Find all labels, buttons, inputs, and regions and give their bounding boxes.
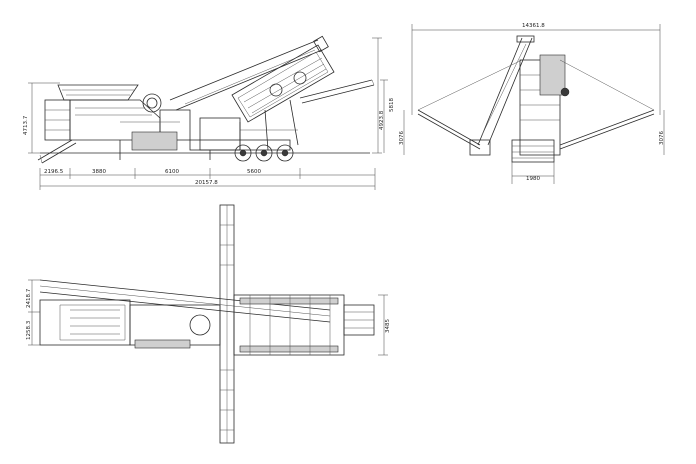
dim-seg4: 5600: [247, 169, 261, 175]
dim-right-height-inner: 4923.8: [379, 110, 385, 130]
plan-main-body: [39, 299, 221, 349]
front-elevation-view: 14361.8: [399, 23, 665, 184]
dim-plan-right-width: 3485: [385, 319, 391, 333]
dim-left-height: 4713.7: [23, 115, 29, 135]
dim-total-length: 20157.8: [195, 180, 218, 186]
dim-plan-left-upper: 2418.7: [26, 288, 32, 308]
dim-plan-left-lower: 1258.3: [26, 320, 32, 340]
side-elevation-view: 4713.7: [23, 35, 395, 190]
dim-seg3: 6100: [165, 169, 179, 175]
main-inclined-conveyor: [169, 39, 323, 111]
dim-base-width: 1980: [526, 176, 540, 182]
right-incline-conveyor: [299, 79, 375, 104]
dim-right-height-outer: 5818: [389, 98, 395, 112]
dim-front-left-height: 3076: [399, 131, 405, 145]
plan-screen-deck: [233, 294, 345, 356]
left-discharge-conveyor: [37, 139, 77, 164]
dim-seg2: 3880: [92, 169, 106, 175]
dim-top-width: 14361.8: [522, 23, 545, 29]
central-conveyor-tower: [469, 35, 570, 163]
dim-front-right-height: 3076: [659, 131, 665, 145]
support-frame: [189, 99, 299, 151]
plan-outlet-conveyor: [343, 304, 375, 336]
vibrating-screen: [231, 35, 335, 123]
side-wing-conveyors: [417, 59, 655, 150]
plan-view: 2418.7 1258.3 3485: [26, 204, 391, 444]
plan-main-conveyor: [39, 279, 331, 323]
cross-conveyor: [219, 204, 235, 444]
crusher-unit: [69, 93, 191, 151]
chassis-wheels: [234, 144, 294, 162]
feed-hopper: [44, 84, 139, 141]
dim-seg1: 2196.5: [44, 169, 64, 175]
